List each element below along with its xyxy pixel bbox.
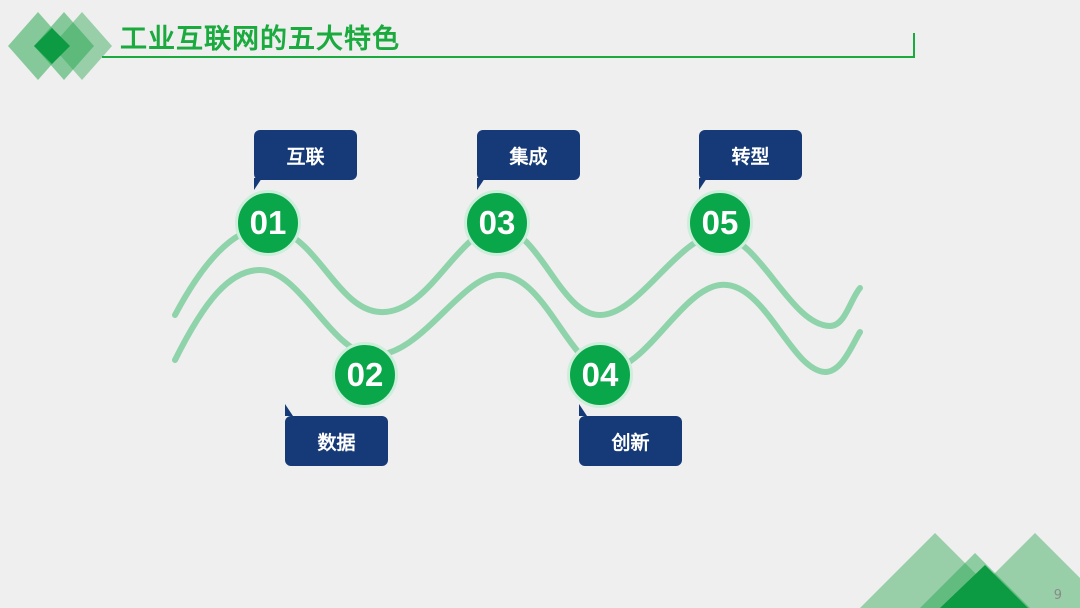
pointer-tail: [477, 178, 485, 190]
node-05: 05: [687, 190, 753, 256]
label-互联: 互联: [254, 130, 357, 190]
node-03: 03: [464, 190, 530, 256]
label-创新: 创新: [579, 404, 682, 466]
pointer-tail: [579, 404, 587, 416]
page-number: 9: [1053, 588, 1062, 603]
pointer-tail: [285, 404, 293, 416]
title-end-tick: [913, 33, 915, 58]
title-underline: [102, 56, 915, 58]
label-集成: 集成: [477, 130, 580, 190]
label-text: 数据: [317, 431, 356, 454]
label-text: 转型: [731, 145, 770, 168]
pointer-tail: [254, 178, 262, 190]
label-text: 集成: [509, 145, 548, 168]
node-04: 04: [567, 342, 633, 408]
label-text: 创新: [611, 431, 650, 454]
label-text: 互联: [286, 145, 325, 168]
diamond-logo-icon: [8, 12, 112, 80]
node-02: 02: [332, 342, 398, 408]
lower-wave: [172, 266, 863, 376]
label-数据: 数据: [285, 404, 388, 466]
node-01: 01: [235, 190, 301, 256]
corner-triangles-icon: [860, 533, 1080, 608]
slide-title: 工业互联网的五大特色: [120, 24, 400, 55]
label-转型: 转型: [699, 130, 802, 190]
pointer-tail: [699, 178, 707, 190]
